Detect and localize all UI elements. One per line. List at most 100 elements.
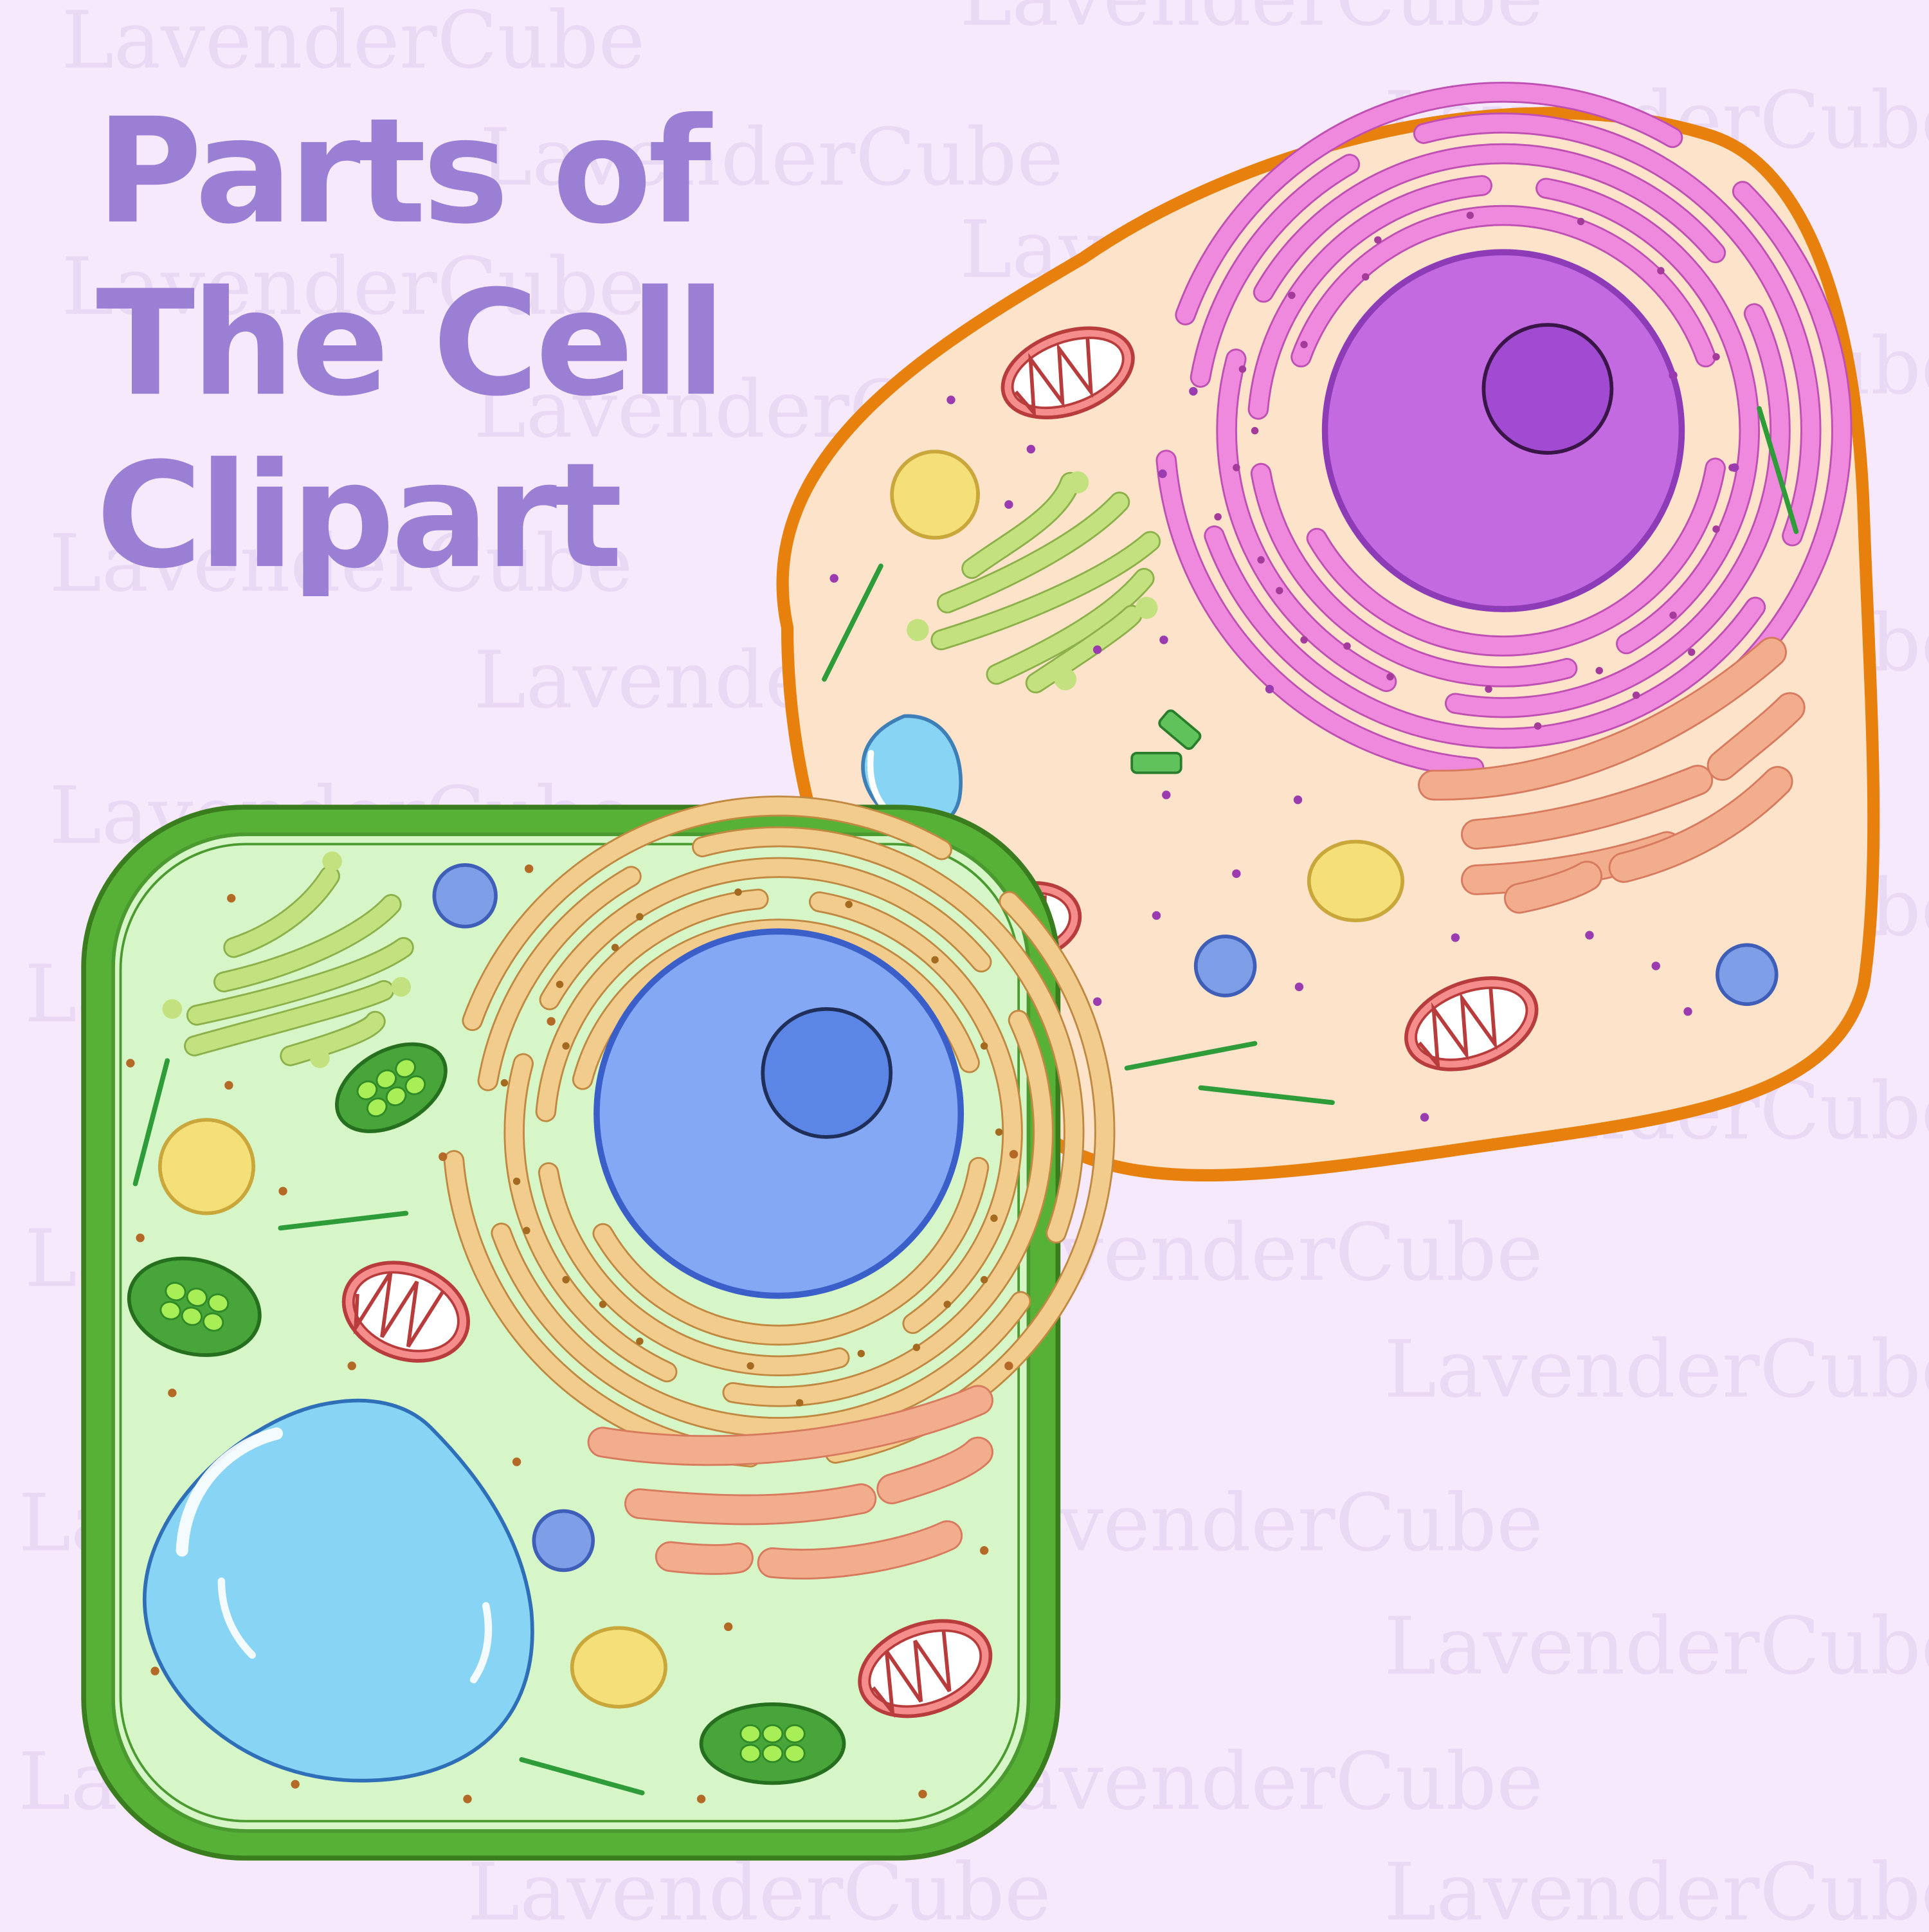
ribosome <box>1343 642 1351 650</box>
ribosome <box>1466 212 1474 219</box>
golgi-stack-cisterna <box>1608 766 1793 883</box>
watermark-text: LavenderCube <box>50 517 633 609</box>
ribosome <box>1632 691 1640 699</box>
cytoplasm-granule <box>525 864 534 873</box>
golgi-cisterna <box>184 980 395 1057</box>
cytoplasm-granule <box>918 1789 927 1799</box>
ribosome <box>931 956 939 964</box>
golgi-cisterna <box>223 865 341 958</box>
ribosome <box>857 1349 865 1358</box>
ribosome <box>943 1300 951 1308</box>
microfilament <box>1198 1085 1335 1106</box>
cytoplasm-granule <box>168 1389 177 1398</box>
er-cisterna <box>477 866 642 1091</box>
ribosome <box>1300 636 1308 644</box>
ribosome <box>636 913 644 921</box>
ribosome <box>1300 340 1308 349</box>
golgi-vesicle <box>322 851 342 871</box>
cytoplasm-granule <box>547 1017 556 1026</box>
thylakoid-stack <box>202 1312 224 1332</box>
cytoplasm-granule <box>946 396 955 405</box>
golgi-stack-cisterna <box>624 1483 877 1526</box>
golgi-stack-cisterna <box>1707 692 1806 781</box>
plant-lysosome <box>158 1118 256 1216</box>
watermark-text: LavenderCube <box>467 1846 1051 1929</box>
title-line-1: Parts of <box>96 87 713 256</box>
ribosome <box>1669 611 1677 619</box>
er-cisterna-fill <box>1446 305 1789 716</box>
cytoplasm-granule <box>512 1457 521 1466</box>
er-cisterna-fill <box>479 868 640 1089</box>
er-cisterna <box>722 1010 1054 1407</box>
er-cisterna-fill <box>1537 179 1759 653</box>
golgi-stack-cisterna-fill <box>589 1387 992 1464</box>
cytoplasm-granule <box>979 1546 989 1555</box>
ribosome <box>1595 666 1603 675</box>
golgi-cisterna <box>280 1010 386 1066</box>
cytoplasm-granule <box>347 1362 356 1371</box>
thylakoid-stack <box>165 1282 186 1302</box>
thylakoid-stack <box>739 1744 761 1763</box>
cytoplasm-granule <box>1158 469 1167 478</box>
chloroplast-outer <box>699 1702 846 1785</box>
plant-cell <box>81 796 1116 1861</box>
er-cisterna-fill <box>1308 459 1725 655</box>
thylakoid-stack <box>366 1097 388 1118</box>
plant-lysosome <box>570 1626 667 1709</box>
thylakoid-stack <box>376 1069 397 1089</box>
ribosome <box>523 1226 530 1235</box>
plant-mitochondrion-inner <box>868 1629 983 1708</box>
golgi-vesicle <box>310 1048 330 1068</box>
ribosome <box>1374 236 1382 244</box>
cytoplasm-granule <box>1152 911 1161 920</box>
er-cisterna-fill <box>810 893 1021 1333</box>
golgi-cisterna-fill <box>188 938 412 1024</box>
golgi-stack-cisterna-fill <box>657 1543 752 1573</box>
er-cisterna-fill <box>1191 156 1359 386</box>
watermark-text: LavenderCube <box>62 0 646 86</box>
chloroplast-outer <box>127 1256 262 1357</box>
thylakoid-stack <box>404 1075 426 1095</box>
plant-golgi-stack <box>587 1385 993 1580</box>
watermark-text: LavenderCube <box>1384 1846 1929 1929</box>
golgi-cisterna <box>930 531 1161 651</box>
er-cisterna-fill <box>594 1158 988 1344</box>
er-cisterna <box>1250 462 1578 688</box>
thylakoid-stack <box>356 1080 378 1100</box>
thylakoid-stack <box>207 1293 230 1313</box>
ribosome <box>636 1337 644 1345</box>
er-cisterna <box>1253 143 1726 303</box>
golgi-cisterna <box>961 471 1081 579</box>
er-cisterna-fill <box>1157 451 1483 777</box>
ribosome <box>845 900 853 908</box>
cytoplasm-granule <box>439 1152 448 1162</box>
cytoplasm-granule <box>1092 997 1102 1007</box>
er-cisterna <box>1306 457 1726 657</box>
cytoplasm-granule <box>1004 1362 1013 1371</box>
ribosome <box>1657 267 1665 275</box>
cytoplasm-granule <box>1004 500 1013 509</box>
ribosome <box>1233 464 1240 471</box>
plant-vesicle <box>432 863 498 929</box>
cytoplasm-granule <box>1159 635 1168 644</box>
golgi-vesicle <box>391 977 412 997</box>
er-cisterna-fill <box>537 890 767 1120</box>
er-cisterna <box>462 796 952 1032</box>
er-cisterna-fill <box>493 1224 1029 1436</box>
er-cisterna-fill <box>724 1011 1052 1405</box>
ribosome <box>1361 273 1370 281</box>
golgi-stack-cisterna <box>655 1541 754 1575</box>
golgi-stack-cisterna <box>1418 637 1788 801</box>
golgi-stack-cisterna <box>587 1385 993 1466</box>
er-cisterna <box>808 891 1023 1335</box>
er-cisterna <box>1190 154 1361 388</box>
ribosome <box>1276 587 1283 595</box>
cytoplasm-granule <box>1026 444 1036 454</box>
thylakoid-stack <box>181 1306 203 1326</box>
golgi-stack-cisterna-fill <box>626 1485 875 1524</box>
er-cisterna-fill <box>1292 206 1714 366</box>
thylakoid-stack <box>159 1300 181 1320</box>
ribosome <box>512 1177 521 1185</box>
animal-nucleolus <box>1481 323 1614 455</box>
